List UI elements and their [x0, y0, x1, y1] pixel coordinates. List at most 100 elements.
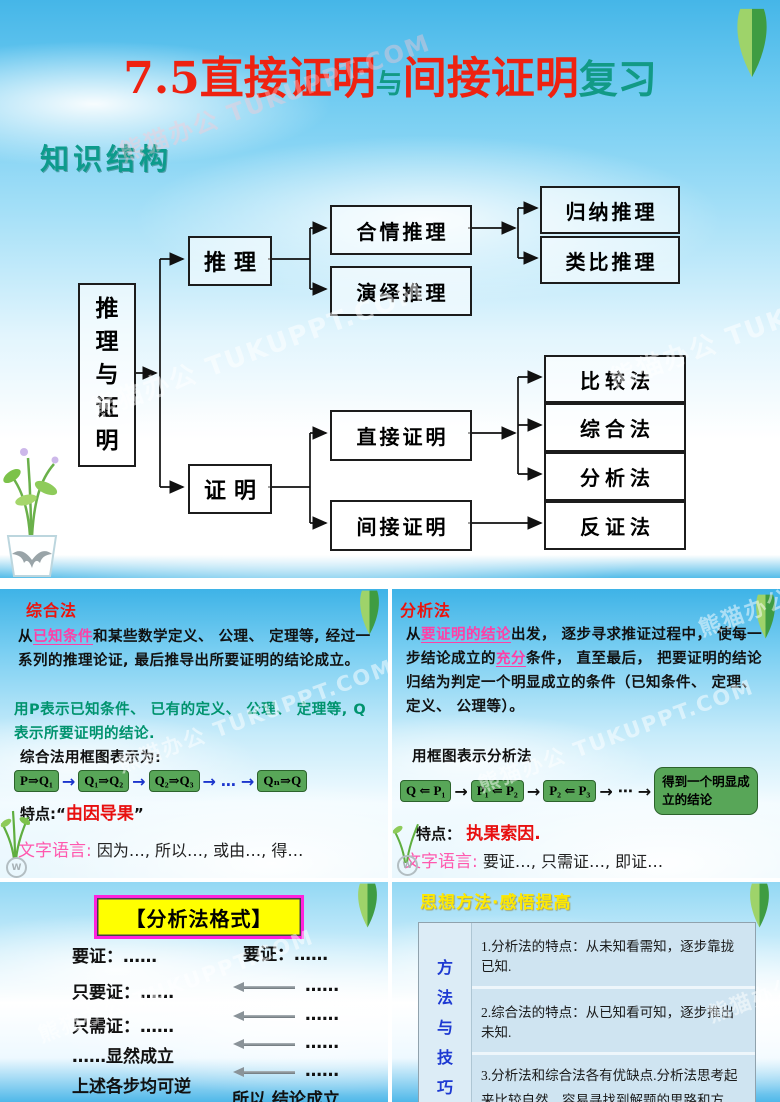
left-arrow-icon	[233, 1039, 295, 1048]
flow-node-direct-proof: 直接证明	[330, 410, 472, 461]
slide2-def-lead: 从	[18, 629, 33, 645]
slide-knowledge-structure: 7.5直接证明与间接证明复习 知识结构	[0, 0, 780, 578]
flow-node-analysis-method: 分析法	[544, 452, 686, 501]
flow-result-box: 得到一个明显成立的结论	[654, 767, 759, 816]
slide2-feature-line: 特点:“由因导果”	[20, 799, 144, 824]
table-row: 3.分析法和综合法各有优缺点.分析法思考起来比较自然，容易寻找到解题的思路和方法…	[472, 1055, 755, 1102]
slide-synthesis-method: 综合法 从已知条件和某些数学定义、 公理、 定理等, 经过一系列的推理论证, 最…	[0, 589, 388, 878]
title-part-indirect: 间接证明	[402, 53, 579, 104]
flow-node-indirect-proof: 间接证明	[330, 500, 472, 551]
section-heading: 知识结构	[40, 142, 173, 176]
right-arrow-icon: →	[454, 781, 468, 801]
format-left-item: 要证：……	[72, 947, 157, 967]
right-arrow-icon: →	[526, 781, 541, 801]
slide3-def-highlight1: 要证明的结论	[421, 627, 511, 643]
format-left-item: 只需证：……	[72, 1017, 174, 1037]
slide-analysis-format: 【分析法格式】 要证：…… 只要证：…… 只需证：…… ……显然成立 上述各步均…	[0, 882, 388, 1102]
summary-side-label: 方法与技巧	[436, 958, 453, 1097]
flow-step: Q₂⇒Q₃	[148, 770, 200, 792]
format-left-item: 只要证：……	[72, 983, 174, 1003]
lesson-title: 7.5直接证明与间接证明复习	[0, 42, 780, 106]
slide3-def-lead: 从	[406, 627, 421, 643]
synthesis-flow-diagram: P⇒Q₁ → Q₁⇒Q₂ → Q₂⇒Q₃ → … → Qₙ⇒Q	[14, 770, 308, 792]
verbal-text: 要证…, 只需证…, 即证…	[477, 852, 664, 871]
right-arrow-icon: →	[61, 771, 76, 791]
flow-node-proof: 证明	[188, 464, 272, 514]
title-part-review: 复习	[578, 57, 657, 103]
summary-rows: 1.分析法的特点：从未知看需知，逐步靠拢已知. 2.综合法的特点：从已知看可知，…	[472, 923, 755, 1102]
potted-plant-decoration	[3, 448, 59, 577]
flowchart-connectors	[134, 201, 543, 530]
slide3-feature-line: 特点： 执果索因.	[416, 819, 541, 844]
slide3-title: 分析法	[400, 601, 452, 620]
flow-node-comparison-method: 比较法	[544, 355, 686, 403]
format-conclusion: 所以 结论成立	[232, 1090, 340, 1102]
slide-analysis-method: 分析法 从要证明的结论出发， 逐步寻求推证过程中， 使每一步结论成立的充分条件，…	[392, 589, 780, 878]
slide3-def-rest: 条件， 直至最后， 把要证明的结论归结为判定一个明显成立的条件（已知条件、 定理…	[406, 651, 763, 715]
left-arrow-icon	[233, 1067, 295, 1076]
left-arrow-icon	[233, 1011, 295, 1020]
format-right-dots: ……	[305, 976, 339, 996]
slide3-definition: 从要证明的结论出发， 逐步寻求推证过程中， 使每一步结论成立的充分条件， 直至最…	[406, 623, 772, 719]
summary-table: 方法与技巧 1.分析法的特点：从未知看需知，逐步靠拢已知. 2.综合法的特点：从…	[418, 922, 756, 1102]
flow-step: P₂ ⇐ P₃	[543, 780, 597, 803]
feature-text: 由因导果	[65, 804, 134, 824]
leaf-icon	[750, 883, 769, 928]
slide2-diagram-caption: 综合法用框图表示为:	[20, 750, 162, 766]
slide2-pq-note: 用P表示已知条件、 已有的定义、 公理、 定理等, Q表示所要证明的结论.	[14, 702, 367, 742]
slide3-def-mid: 出发， 逐步寻求推证过程中， 使每一步结论成立的	[406, 627, 763, 667]
format-right-dots: ……	[305, 1061, 339, 1081]
flow-step: P⇒Q₁	[14, 770, 59, 792]
leaf-icon	[756, 594, 775, 639]
summary-header: 思想方法·感悟提高	[420, 893, 572, 913]
right-arrow-icon: →	[132, 771, 146, 791]
right-arrow-icon: →	[202, 771, 216, 791]
flow-node-plausible-reasoning: 合情推理	[330, 205, 472, 255]
left-arrow-icon	[233, 982, 295, 991]
leaf-icon	[360, 590, 379, 635]
leaf-icon	[358, 883, 377, 928]
flow-node-contradiction-method: 反证法	[544, 501, 686, 550]
format-right-dots: ……	[305, 1033, 339, 1053]
title-part-and: 与	[375, 69, 403, 100]
flow-node-analogy-reasoning: 类比推理	[540, 236, 680, 284]
feature-text: 执果索因.	[466, 824, 541, 844]
flow-node-root-label: 推理与证明	[95, 295, 119, 454]
slide2-def-rest: 和某些数学定义、 公理、 定理等, 经过一系列的推理论证, 最后推导出所要证明的…	[18, 629, 371, 669]
flow-step: P₁ ⇐ P₂	[470, 780, 524, 803]
slide2-verbal-form: 文字语言: 因为…, 所以…, 或由…, 得…	[18, 836, 303, 861]
slide3-def-highlight2: 充分	[496, 651, 526, 667]
close-quote: ”	[133, 805, 144, 823]
format-right-top: 要证：……	[243, 945, 328, 965]
summary-side-cell: 方法与技巧	[419, 923, 472, 1102]
flow-node-deductive-reasoning: 演绎推理	[330, 266, 472, 316]
verbal-text: 因为…, 所以…, 或由…, 得…	[91, 841, 304, 860]
right-arrow-icon: →	[637, 781, 652, 801]
flow-node-root: 推理与证明	[78, 283, 136, 467]
flow-step: Qₙ⇒Q	[257, 770, 308, 792]
flow-step: Q₁⇒Q₂	[78, 770, 130, 792]
right-arrow-icon: →	[240, 771, 255, 791]
verbal-label: 文字语言:	[404, 852, 478, 872]
ellipsis: ⋯	[617, 782, 633, 801]
open-quote: “	[56, 805, 66, 823]
slide2-title: 综合法	[26, 601, 78, 620]
feature-label: 特点:	[20, 805, 56, 823]
slide2-def-highlight: 已知条件	[33, 629, 93, 645]
flow-node-reasoning: 推理	[188, 236, 272, 286]
table-row: 2.综合法的特点：从已知看可知，逐步推出未知.	[472, 989, 755, 1055]
format-left-item: ……显然成立	[72, 1047, 174, 1067]
w-logo-icon: W	[6, 857, 27, 878]
sprout-icon	[0, 810, 30, 859]
ellipsis: …	[220, 772, 236, 790]
table-row: 1.分析法的特点：从未知看需知，逐步靠拢已知.	[472, 923, 755, 989]
verbal-label: 文字语言:	[18, 841, 92, 861]
flow-node-synthesis-method: 综合法	[544, 403, 686, 452]
format-left-item: 上述各步均可逆	[72, 1077, 191, 1097]
slide3-diagram-caption: 用框图表示分析法	[412, 749, 532, 765]
w-logo-icon: W	[397, 855, 418, 876]
slide-methods-techniques: 思想方法·感悟提高 方法与技巧 1.分析法的特点：从未知看需知，逐步靠拢已知. …	[392, 882, 780, 1102]
feature-label: 特点：	[416, 825, 462, 843]
analysis-flow-diagram: Q ⇐ P₁ → P₁ ⇐ P₂ → P₂ ⇐ P₃ → ⋯ → 得到一个明显成…	[400, 767, 759, 816]
